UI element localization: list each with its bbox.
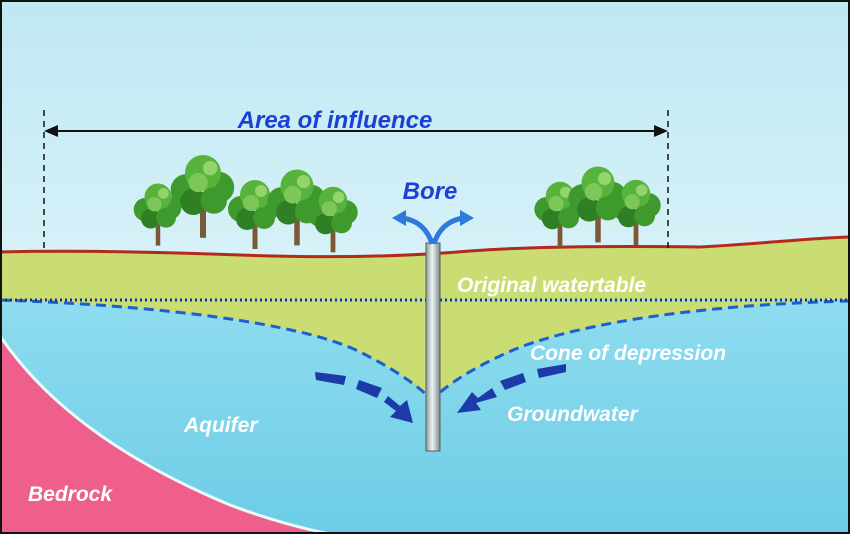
area-of-influence-label: Area of influence [237, 107, 433, 134]
cone-of-depression-label: Cone of depression [530, 342, 726, 365]
area-of-influence-marker [43, 110, 669, 250]
bore-pipe [425, 242, 441, 452]
flow-arrow-icon [457, 364, 566, 413]
aquifer-label: Aquifer [183, 414, 259, 437]
bore-label: Bore [403, 178, 458, 205]
water-spout-icon [392, 210, 474, 245]
cone-of-depression-zone [0, 300, 850, 400]
groundwater-label: Groundwater [507, 403, 640, 426]
bedrock-boundary [0, 335, 331, 534]
flow-arrow-icon [315, 372, 413, 423]
bedrock-label: Bedrock [28, 483, 113, 506]
unsaturated-soil [0, 237, 850, 300]
ground-surface-line [0, 235, 850, 259]
original-watertable-label: Original watertable [457, 274, 646, 297]
bedrock [0, 336, 330, 534]
